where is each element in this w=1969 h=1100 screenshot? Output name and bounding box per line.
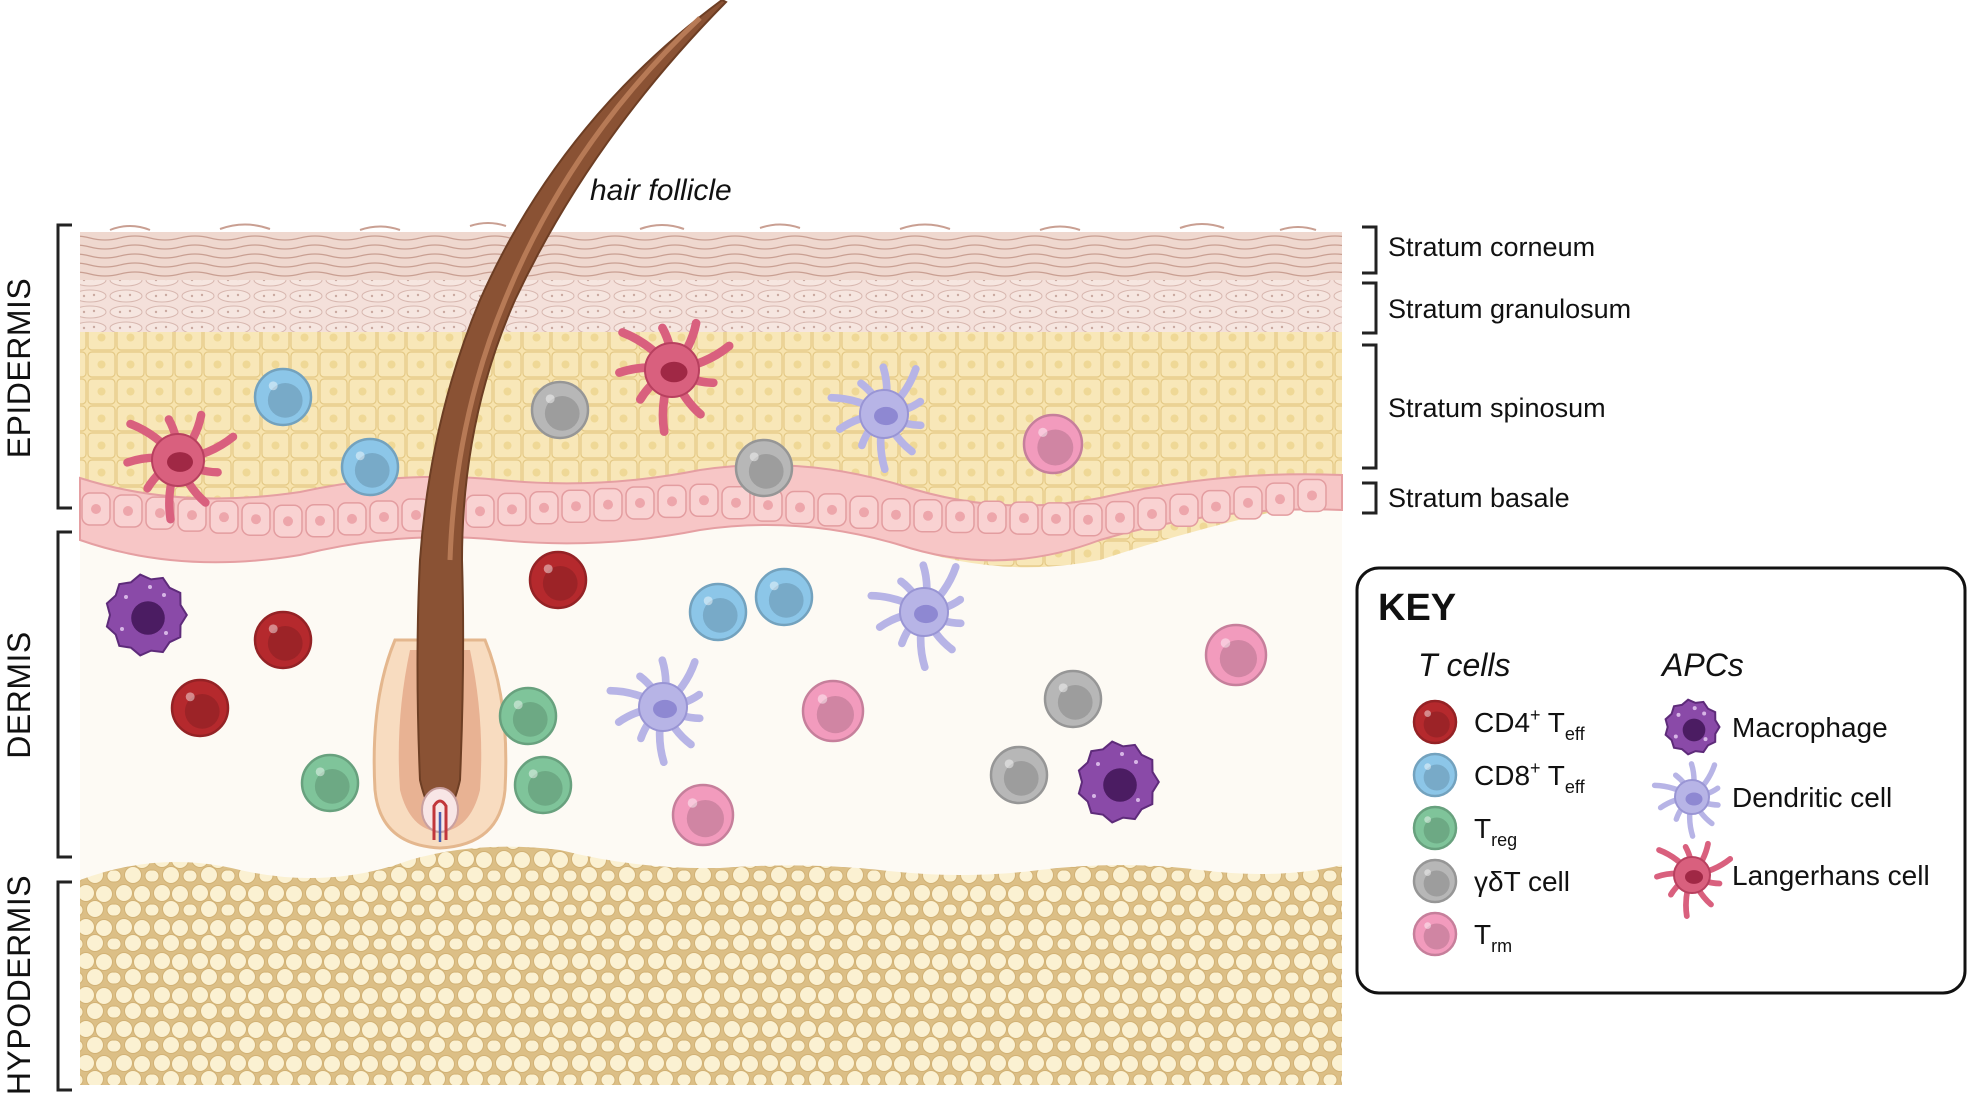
key-apc-label: Macrophage: [1732, 712, 1888, 743]
trm-cell: [1022, 413, 1084, 475]
key-t-cell-label: CD4+ Teff: [1474, 705, 1586, 744]
key-label-base: CD8: [1474, 760, 1530, 791]
cd8-teff-cell: [688, 582, 748, 642]
dermis-label: DERMIS: [1, 631, 37, 758]
epidermis-bracket: [56, 223, 72, 510]
key-box: [1355, 566, 1967, 995]
hypodermis-label: HYPODERMIS: [1, 875, 37, 1095]
langerhans-cell: [123, 410, 238, 524]
granulosum-bracket: [1362, 281, 1378, 335]
cd4-teff-cell: [253, 610, 313, 670]
macrophage-cell: [105, 573, 188, 657]
key-t-cell-label: CD8+ Teff: [1474, 758, 1586, 797]
gamma-delta-t-cell: [734, 438, 794, 498]
papilla-vessel: [432, 799, 448, 840]
key-apc-label: Dendritic cell: [1732, 782, 1892, 813]
immune-cells: [105, 318, 1268, 847]
treg-cell: [513, 755, 573, 815]
macrophage-cell: [1077, 740, 1160, 824]
key-t-cell-icon: [1412, 858, 1458, 904]
dendritic-cell: [867, 561, 965, 672]
key-label-base: CD4: [1474, 707, 1530, 738]
gamma-delta-t-cell: [1043, 669, 1103, 729]
cd8-teff-cell: [754, 567, 814, 627]
cd4-teff-cell: [528, 550, 588, 610]
spinosum-bracket: [1362, 343, 1378, 470]
key-t-cell-icon: [1412, 699, 1458, 745]
key-label-mid: T: [1541, 707, 1565, 738]
key-t-cell-label: γδT cell: [1474, 866, 1570, 897]
stratum-spinosum-label: Stratum spinosum: [1388, 393, 1606, 423]
epidermis-label: EPIDERMIS: [1, 278, 37, 459]
key-t-cell-label: Trm: [1474, 919, 1512, 956]
layer-brackets: Stratum corneum Stratum granulosum Strat…: [1362, 225, 1631, 515]
key-label-sub: rm: [1491, 936, 1512, 956]
key-label-mid: T: [1541, 760, 1565, 791]
t-cells-heading: T cells: [1418, 647, 1510, 683]
key-label-sup: +: [1530, 758, 1541, 778]
cd8-teff-cell: [340, 437, 400, 497]
key-label-base: T: [1474, 919, 1491, 950]
dendritic-cell: [827, 363, 925, 474]
stratum-granulosum-label: Stratum granulosum: [1388, 294, 1631, 324]
stratum-corneum-label: Stratum corneum: [1388, 232, 1595, 262]
cd4-teff-cell: [170, 678, 230, 738]
trm-cell: [671, 783, 735, 847]
langerhans-cell: [615, 318, 734, 436]
key-label-sub: eff: [1565, 724, 1586, 744]
key-label-sup: +: [1530, 705, 1541, 725]
dermis-bracket: [56, 530, 72, 859]
skin-surface-flakes: [109, 222, 1317, 231]
stratum-corneum-tissue: [80, 232, 1342, 280]
key-label-sub: eff: [1565, 777, 1586, 797]
stratum-granulosum-tissue: [80, 278, 1342, 332]
skin-section: [79, 222, 1343, 1085]
key-label-base: γδT cell: [1474, 866, 1570, 897]
key-t-cell-label: Treg: [1474, 813, 1517, 850]
key-t-cell-icon: [1412, 805, 1458, 851]
dendritic-cell: [606, 656, 704, 767]
key-label-sub: reg: [1491, 830, 1517, 850]
hypodermis-bracket: [56, 880, 72, 1092]
key-label-base: T: [1474, 813, 1491, 844]
hair-follicle: [372, 0, 728, 850]
macrophage-icon: [1664, 698, 1721, 756]
stratum-basale-label: Stratum basale: [1388, 483, 1570, 513]
hair-highlight: [447, 16, 702, 561]
gamma-delta-t-cell: [530, 380, 590, 440]
corneum-bracket: [1362, 225, 1378, 275]
gamma-delta-t-cell: [989, 745, 1049, 805]
key-t-cell-icon: [1412, 752, 1458, 798]
apcs-heading: APCs: [1660, 647, 1744, 683]
hair-follicle-label: hair follicle: [590, 174, 732, 207]
region-brackets: EPIDERMIS DERMIS HYPODERMIS: [1, 223, 72, 1095]
langerhans-cell-icon: [1654, 840, 1734, 919]
hypodermis-tissue: [80, 846, 1342, 1085]
trm-cell: [801, 679, 865, 743]
treg-cell: [300, 753, 360, 813]
basale-bracket: [1362, 481, 1378, 515]
dendritic-cell-icon: [1651, 761, 1721, 839]
key-t-cell-icon: [1412, 911, 1458, 957]
trm-cell: [1204, 623, 1268, 687]
cd8-teff-cell: [253, 367, 313, 427]
key-title: KEY: [1378, 587, 1456, 629]
key-apc-label: Langerhans cell: [1732, 860, 1930, 891]
treg-cell: [498, 686, 558, 746]
